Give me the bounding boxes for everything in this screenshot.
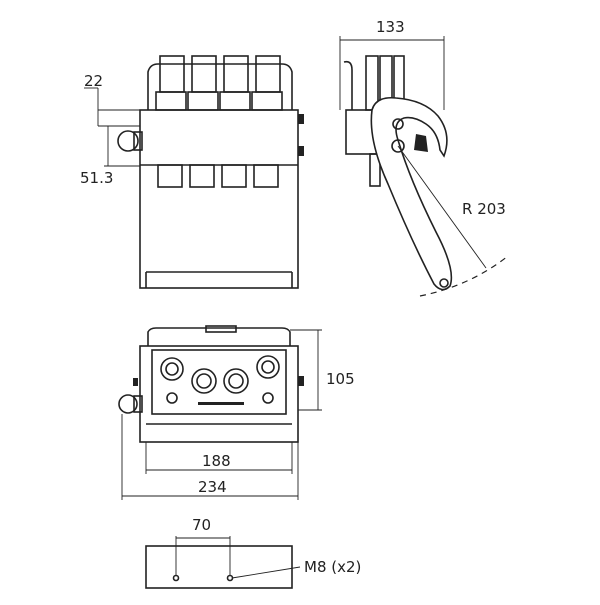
- dimension-mount-holes: M8 (x2): [304, 558, 361, 576]
- front-view-body: [139, 345, 299, 443]
- mount-hole-right: [226, 574, 234, 582]
- top-view: 22 51.3: [80, 55, 304, 289]
- mounting-plate-view: 70 M8 (x2): [145, 516, 361, 589]
- top-fittings: [155, 55, 283, 111]
- dimension-front-height: 105: [326, 370, 355, 388]
- dimension-inner-width: 188: [202, 452, 231, 470]
- dimension-top-left-height: 22: [84, 72, 103, 90]
- adjust-knob: [117, 130, 139, 152]
- dimension-lever-radius: R 203: [462, 200, 506, 218]
- front-view: 105 188 234: [118, 325, 355, 500]
- lever-travel-arc: [419, 255, 509, 297]
- dimension-overall-width: 234: [198, 478, 227, 496]
- dimension-side-width: 133: [376, 18, 405, 36]
- dimension-hole-spacing: 70: [192, 516, 211, 534]
- dimension-side-offset: 51.3: [80, 169, 113, 187]
- front-ports: [160, 355, 280, 405]
- lever-arm: [370, 96, 453, 291]
- top-view-body: [139, 109, 299, 289]
- bottom-fittings: [157, 164, 279, 188]
- side-view: 133 R 203: [339, 18, 509, 297]
- mounting-plate: [145, 545, 293, 589]
- mount-hole-left: [172, 574, 180, 582]
